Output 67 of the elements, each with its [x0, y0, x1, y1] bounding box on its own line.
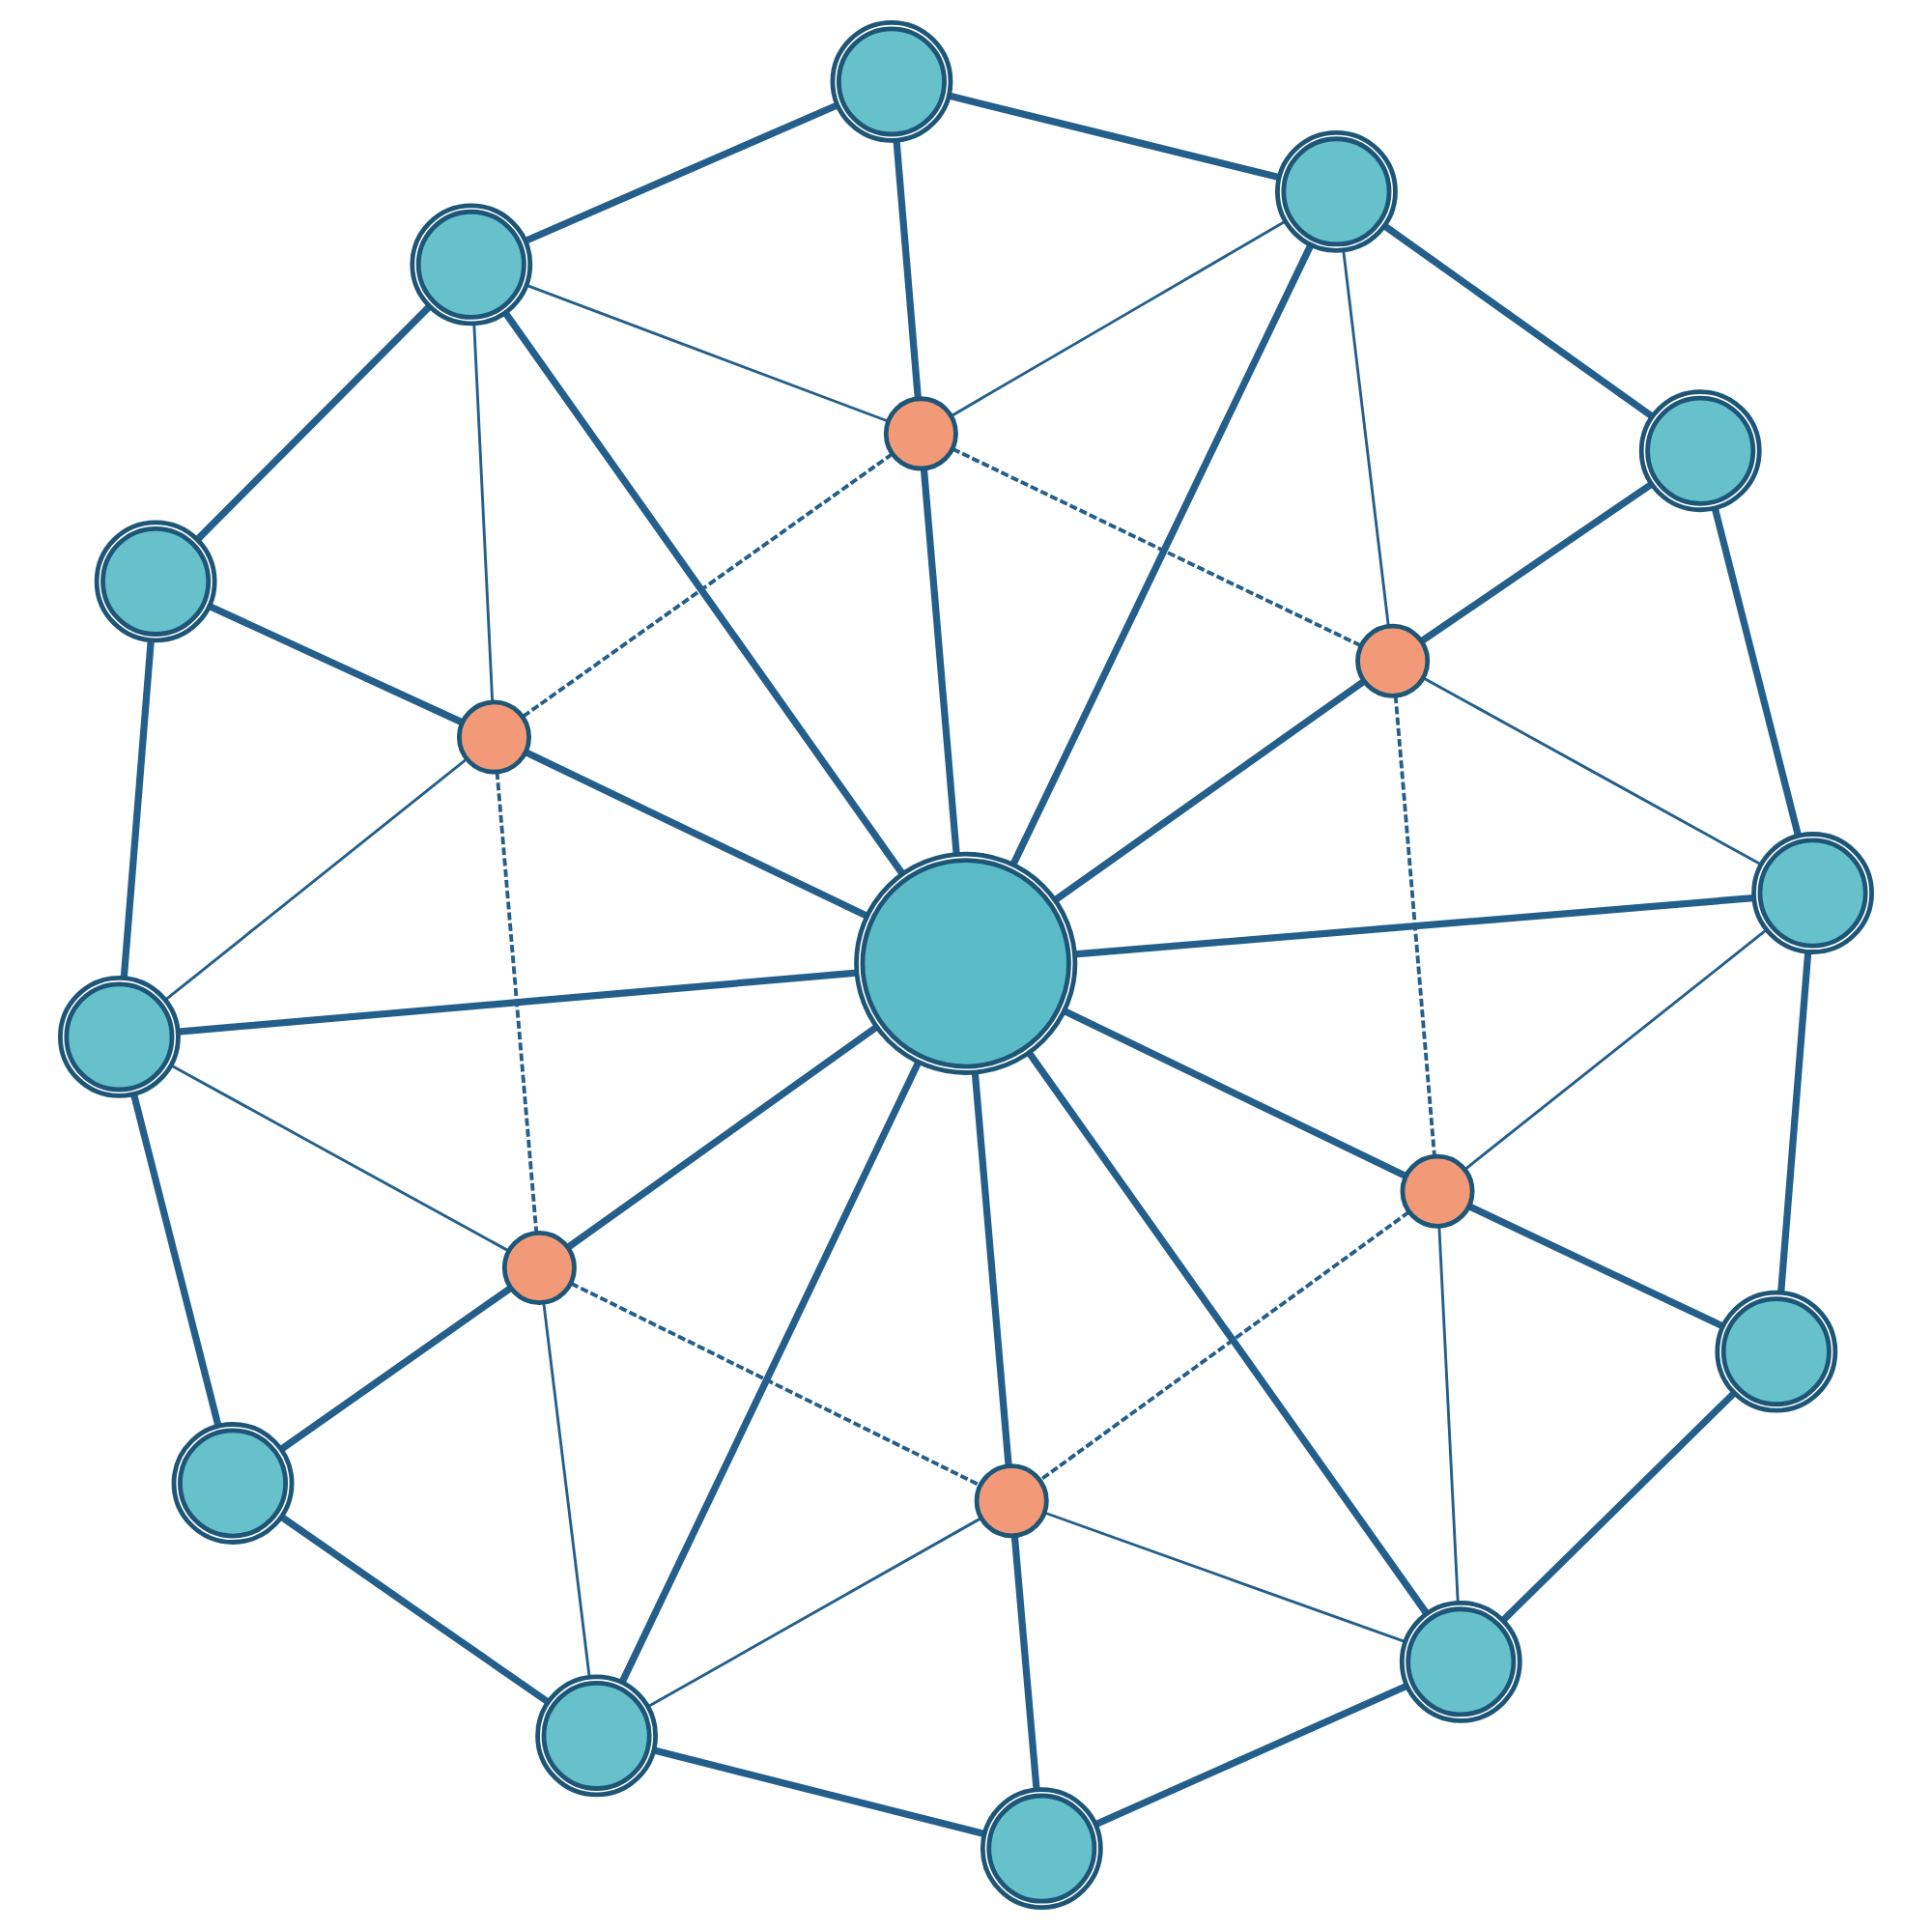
connector	[647, 1517, 982, 1709]
connector	[1463, 928, 1768, 1171]
connector	[194, 304, 432, 542]
connector	[920, 468, 960, 855]
connector	[1382, 223, 1655, 419]
connector	[1777, 951, 1812, 1293]
connector	[566, 1024, 879, 1251]
connector	[1074, 894, 1754, 958]
connector	[524, 749, 868, 920]
connector	[1038, 1210, 1410, 1482]
connector	[164, 757, 468, 1002]
node-circle	[501, 1230, 577, 1305]
node-circle	[171, 1422, 295, 1545]
connector	[893, 139, 922, 399]
connector	[1711, 507, 1802, 837]
connector	[1467, 1203, 1724, 1330]
connector	[1422, 676, 1762, 866]
node-circle	[410, 203, 533, 326]
connector	[279, 1514, 550, 1705]
node-circle	[883, 396, 958, 471]
connector	[1437, 1226, 1460, 1604]
connector	[472, 323, 495, 702]
node-circle	[58, 975, 181, 1098]
node-circle	[1715, 1290, 1838, 1413]
connector	[1419, 481, 1654, 644]
node-circle	[854, 851, 1078, 1075]
connector	[178, 969, 858, 1036]
connector	[130, 1093, 222, 1427]
node-circle	[980, 1787, 1103, 1910]
connector	[542, 1302, 591, 1678]
connector	[1053, 678, 1366, 903]
connector	[170, 1064, 510, 1253]
connector	[1342, 250, 1390, 627]
node-circle	[974, 1463, 1049, 1539]
connector	[1094, 1682, 1408, 1828]
connector	[521, 452, 894, 719]
connector	[120, 639, 155, 979]
connector	[1043, 1511, 1406, 1644]
node-circle	[1751, 832, 1874, 954]
connector	[1500, 1390, 1737, 1623]
connector	[1393, 695, 1436, 1157]
connector	[495, 771, 539, 1234]
connector	[618, 1061, 922, 1685]
node-circle	[535, 1674, 658, 1798]
connector	[208, 603, 465, 726]
connector	[951, 219, 1287, 417]
node-circle	[830, 20, 953, 143]
node-circle	[1400, 1153, 1475, 1229]
node-circle	[94, 520, 217, 643]
connector	[279, 1285, 513, 1453]
connector	[1063, 1008, 1407, 1179]
node-circle	[456, 699, 531, 775]
connector	[952, 446, 1362, 648]
node-circle	[1399, 1600, 1522, 1723]
connector	[526, 284, 889, 423]
connector	[1026, 1051, 1430, 1616]
connector	[1009, 243, 1315, 866]
connector	[653, 1746, 985, 1838]
connector	[524, 101, 838, 244]
node-circle	[1355, 623, 1431, 698]
node-circle	[1275, 129, 1398, 253]
node-circle	[1638, 389, 1762, 513]
connector	[502, 310, 905, 876]
connector	[1010, 1535, 1040, 1790]
connector	[971, 1072, 1012, 1466]
connector	[570, 1281, 981, 1488]
connector	[948, 92, 1280, 182]
